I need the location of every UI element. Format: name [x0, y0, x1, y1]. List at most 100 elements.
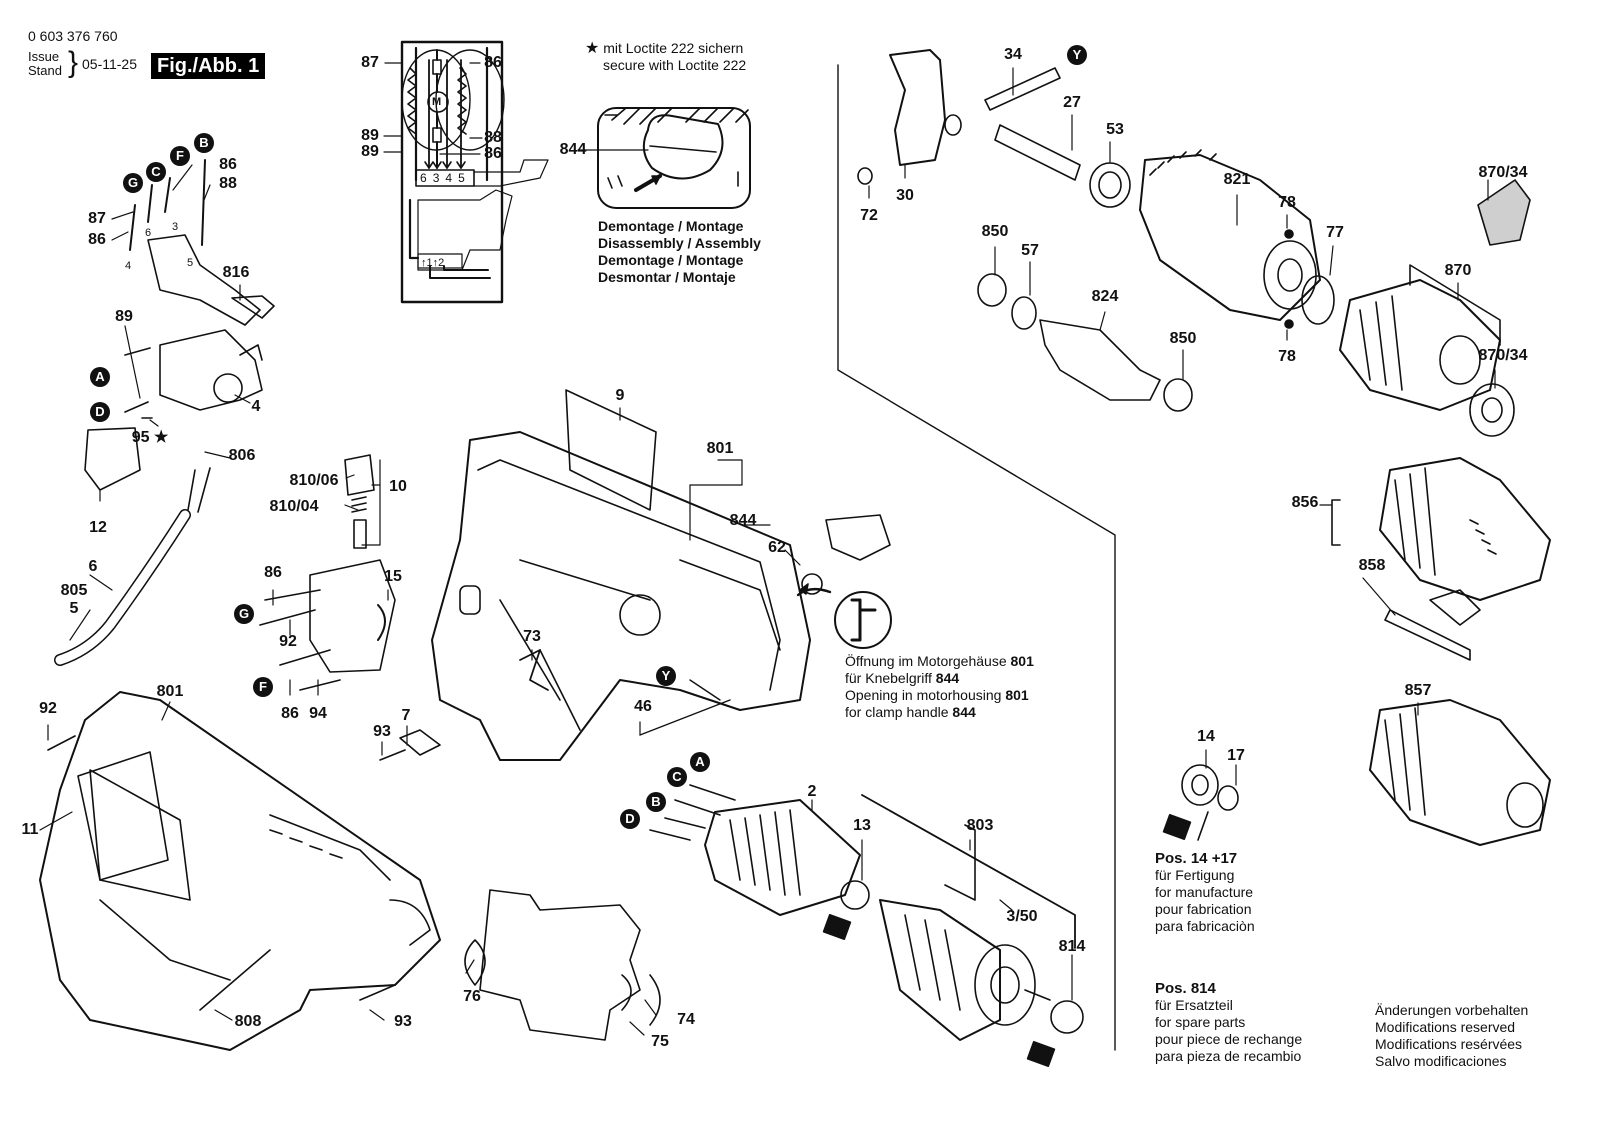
modifications-line: Änderungen vorbehalten [1375, 1002, 1529, 1018]
callout-62: 62 [768, 539, 786, 556]
callout-870-34: 870/34 [1478, 164, 1528, 181]
callout-870: 870 [1444, 262, 1472, 279]
callout-806: 806 [228, 447, 256, 464]
pos-814-title: Pos. 814 [1155, 980, 1216, 997]
marker-F: F [170, 146, 190, 166]
pos-14-17-line: para fabricaciòn [1155, 918, 1255, 934]
pos-814-line: for spare parts [1155, 1014, 1246, 1030]
callout-801: 801 [156, 683, 184, 700]
loctite-line-de: mit Loctite 222 sichern [603, 40, 744, 56]
callout-14: 14 [1197, 728, 1215, 745]
marker-D: D [90, 402, 110, 422]
assembly-line-en: Disassembly / Assembly [598, 235, 761, 251]
callout-6: 6 [88, 558, 98, 575]
pos-14-17-line: pour fabrication [1155, 901, 1252, 917]
callout-86: 86 [281, 705, 299, 722]
marker-F: F [253, 677, 273, 697]
terminal-5: 5 [458, 171, 471, 185]
field-coil [649, 784, 870, 941]
callout-34: 34 [1004, 46, 1022, 63]
callout-857: 857 [1404, 682, 1432, 699]
terminal-label-3: 3 [171, 221, 179, 233]
callout-88: 88 [484, 129, 502, 146]
pos-14-17-line: für Fertigung [1155, 867, 1235, 883]
terminal-wires [129, 159, 275, 326]
callout-86: 86 [484, 145, 502, 162]
callout-856: 856 [1291, 494, 1319, 511]
callout-10: 10 [389, 478, 407, 495]
callout-844: 844 [729, 512, 757, 529]
callout-13: 13 [853, 817, 871, 834]
motor-housing-open [431, 389, 811, 761]
issue-label: Issue [28, 49, 60, 64]
callout-78: 78 [1278, 348, 1296, 365]
opening-line-2-ref: 844 [935, 670, 960, 686]
callout-75: 75 [651, 1033, 669, 1050]
callout-4: 4 [251, 398, 261, 415]
terminal-6: 6 [420, 171, 433, 185]
pos-814-line: para pieza de recambio [1155, 1048, 1302, 1064]
switch-assembly [84, 329, 263, 491]
callout-810-04: 810/04 [269, 498, 319, 515]
wiring-schematic [400, 40, 549, 304]
clamp-handle [857, 49, 1131, 208]
power-cord [54, 467, 211, 666]
marker-B: B [646, 792, 666, 812]
callout-93: 93 [394, 1013, 412, 1030]
sds-chuck [1369, 699, 1551, 846]
assembly-note: Demontage / Montage Disassembly / Assemb… [598, 218, 761, 286]
terminal-4: 4 [445, 171, 459, 185]
bearing-14-17 [1162, 764, 1239, 841]
callout-844: 844 [559, 141, 587, 158]
callout-88: 88 [219, 175, 237, 192]
modifications-line: Salvo modificaciones [1375, 1053, 1507, 1069]
callout-11: 11 [21, 821, 39, 838]
assembly-line-de: Demontage / Montage [598, 218, 744, 234]
terminal-3: 3 [432, 171, 446, 185]
callout-72: 72 [860, 207, 878, 224]
callout-57: 57 [1021, 242, 1039, 259]
callout-3-50: 3/50 [1006, 908, 1038, 925]
opening-line-3: Opening in motorhousing [845, 687, 1002, 703]
loctite-note: ★ mit Loctite 222 sichern [585, 40, 743, 57]
opening-line-1: Öffnung im Motorgehäuse [845, 653, 1007, 669]
terminal-label-4: 4 [124, 260, 132, 272]
marker-G: G [123, 173, 143, 193]
brace-symbol: } [68, 46, 79, 79]
callout-9: 9 [615, 387, 625, 404]
callout-803: 803 [966, 817, 994, 834]
callout-73: 73 [523, 628, 541, 645]
callout-94: 94 [309, 705, 327, 722]
callout-814: 814 [1058, 938, 1086, 955]
label-plate-9 [565, 389, 657, 511]
stand-label: Stand [28, 63, 62, 78]
loctite-line-en: secure with Loctite 222 [603, 57, 747, 73]
marker-D: D [620, 809, 640, 829]
callout-7: 7 [401, 707, 411, 724]
armature [861, 794, 1084, 1068]
callout-808: 808 [234, 1013, 262, 1030]
opening-line-2: für Knebelgriff [845, 670, 932, 686]
callout-816: 816 [222, 264, 250, 281]
opening-line-3-ref: 801 [1005, 687, 1029, 703]
callout-93: 93 [373, 723, 391, 740]
assembly-line-es: Desmontar / Montaje [598, 269, 736, 285]
opening-line-4-ref: 844 [952, 704, 976, 720]
misc-leaders [47, 514, 892, 1001]
star-icon: ★ [585, 40, 600, 57]
callout-74: 74 [677, 1011, 695, 1028]
brush-holder [259, 454, 396, 691]
callout-46: 46 [634, 698, 652, 715]
marker-Y: Y [1067, 45, 1087, 65]
pos-14-17-line: for manufacture [1155, 884, 1254, 900]
callout-92: 92 [39, 700, 57, 717]
motor-label: M [432, 96, 442, 108]
pos-814-line: pour piece de rechange [1155, 1031, 1303, 1047]
housing-half [39, 691, 441, 1051]
callout-87: 87 [361, 54, 379, 71]
modifications-line: Modifications reserved [1375, 1019, 1516, 1035]
callout-17: 17 [1227, 747, 1245, 764]
issue-stand-label: Issue Stand [28, 50, 62, 78]
